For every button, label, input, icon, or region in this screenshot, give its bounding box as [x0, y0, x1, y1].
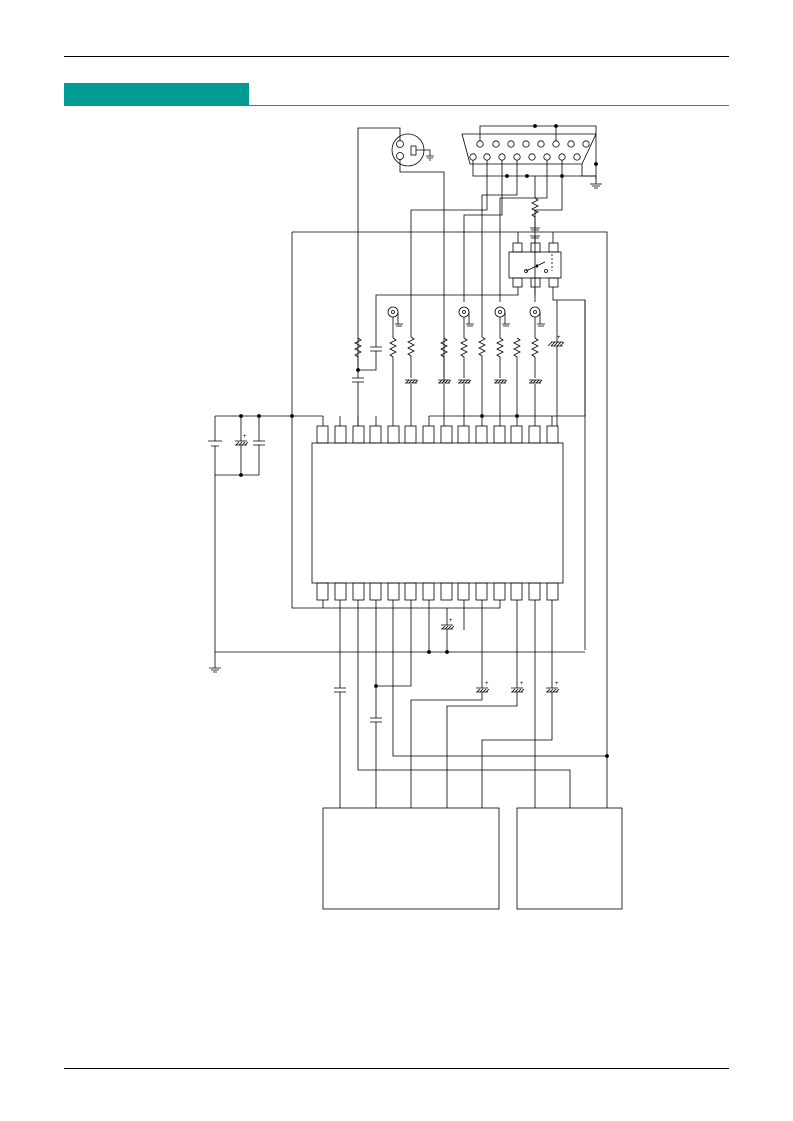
- page-top-rule: [64, 56, 729, 57]
- power-supply-caps: +: [208, 414, 585, 673]
- sub-block-left: [322, 807, 500, 910]
- ic-bottom-pins: [316, 582, 559, 601]
- ic-top-pins: [316, 425, 559, 444]
- sub-block-right: [516, 807, 623, 910]
- svg-text:+: +: [485, 681, 489, 687]
- dsub-signal-lines: [410, 160, 563, 337]
- resistor-capacitor-row: +: [352, 300, 565, 426]
- svg-text:+: +: [520, 681, 524, 687]
- bus-lines: [215, 231, 585, 609]
- section-header-bar: [64, 83, 249, 106]
- bottom-wiring: + + + +: [322, 600, 609, 808]
- main-ic: [311, 300, 586, 601]
- svg-text:+: +: [449, 618, 453, 624]
- ground-caps-row: [405, 379, 543, 384]
- svg-text:+: +: [555, 681, 559, 687]
- dsub-top-pins: [476, 140, 590, 148]
- dsub-15-connector: [461, 124, 602, 189]
- svg-text:+: +: [243, 434, 247, 440]
- section-header-underline: [249, 105, 729, 106]
- din-connector: [357, 127, 445, 382]
- page-bottom-rule: [64, 1068, 729, 1069]
- rca-jacks: [387, 306, 545, 338]
- svg-text:+: +: [557, 335, 561, 341]
- dsub-bottom-pins: [469, 153, 581, 161]
